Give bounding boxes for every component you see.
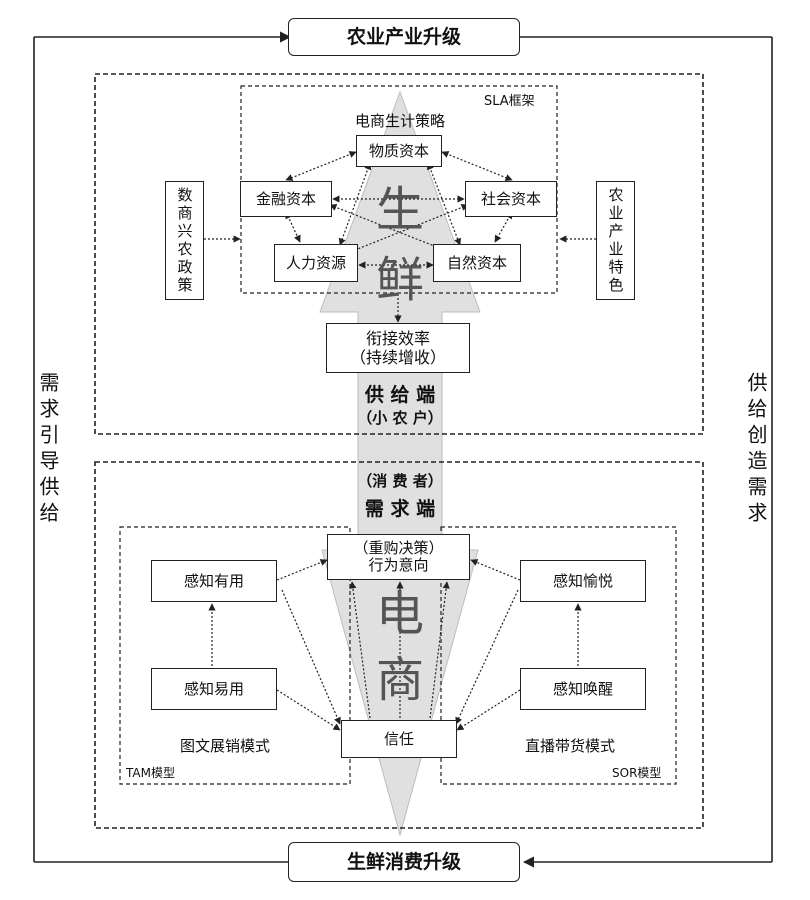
left-side-label: 需求引导供给 bbox=[36, 372, 60, 528]
arousal-box: 感知唤醒 bbox=[520, 668, 646, 710]
efficiency-line1: 衔接效率 bbox=[365, 328, 430, 348]
demand-end-title: 需 求 端 bbox=[364, 498, 436, 520]
arrow-char-sheng: 生 bbox=[376, 182, 425, 238]
policy-box: 数商兴农政策 bbox=[165, 181, 204, 300]
human-resource-box: 人力资源 bbox=[274, 244, 358, 282]
efficiency-box: 衔接效率 （持续增收） bbox=[326, 323, 470, 373]
strategy-title: 电商生计策略 bbox=[354, 112, 445, 130]
arrow-char-xian: 鲜 bbox=[376, 252, 425, 308]
financial-capital-box: 金融资本 bbox=[240, 181, 332, 217]
enjoyment-box: 感知愉悦 bbox=[520, 560, 646, 602]
sor-label: SOR模型 bbox=[612, 766, 662, 780]
behavior-line2: 行为意向 bbox=[368, 556, 429, 574]
supply-end-sub: （小 农 户） bbox=[357, 409, 443, 427]
arrow-char-dian: 电 bbox=[376, 586, 425, 642]
supply-end-title: 供 给 端 bbox=[364, 384, 436, 406]
social-capital-box: 社会资本 bbox=[465, 181, 557, 217]
sla-frame bbox=[240, 85, 558, 294]
trust-box: 信任 bbox=[341, 720, 457, 758]
capital-links bbox=[285, 151, 513, 269]
demand-end-sub: （消 费 者） bbox=[357, 472, 443, 490]
live-mode-label: 直播带货模式 bbox=[524, 737, 615, 755]
feature-box: 农业产业特色 bbox=[596, 181, 635, 300]
tam-frame bbox=[119, 526, 351, 785]
tam-label: TAM模型 bbox=[126, 766, 175, 780]
physical-capital-box: 物质资本 bbox=[356, 135, 442, 167]
behavior-line1: （重购决策） bbox=[353, 538, 444, 557]
arrow-char-shang: 商 bbox=[376, 652, 425, 708]
right-side-label: 供给创造需求 bbox=[744, 372, 768, 528]
graphic-mode-label: 图文展销模式 bbox=[179, 737, 270, 755]
demand-region-frame bbox=[94, 461, 704, 829]
usefulness-box: 感知有用 bbox=[151, 560, 277, 602]
sor-frame bbox=[440, 526, 677, 785]
behavior-intention-box: （重购决策） 行为意向 bbox=[327, 534, 470, 580]
top-goal-box: 农业产业升级 bbox=[288, 18, 520, 56]
outer-loop bbox=[33, 31, 773, 868]
supply-region-frame bbox=[94, 73, 704, 435]
efficiency-line2: （持续增收） bbox=[349, 348, 446, 367]
sla-label: SLA框架 bbox=[484, 94, 535, 109]
bottom-goal-box: 生鲜消费升级 bbox=[288, 842, 520, 882]
natural-capital-box: 自然资本 bbox=[433, 244, 521, 282]
ease-box: 感知易用 bbox=[151, 668, 277, 710]
